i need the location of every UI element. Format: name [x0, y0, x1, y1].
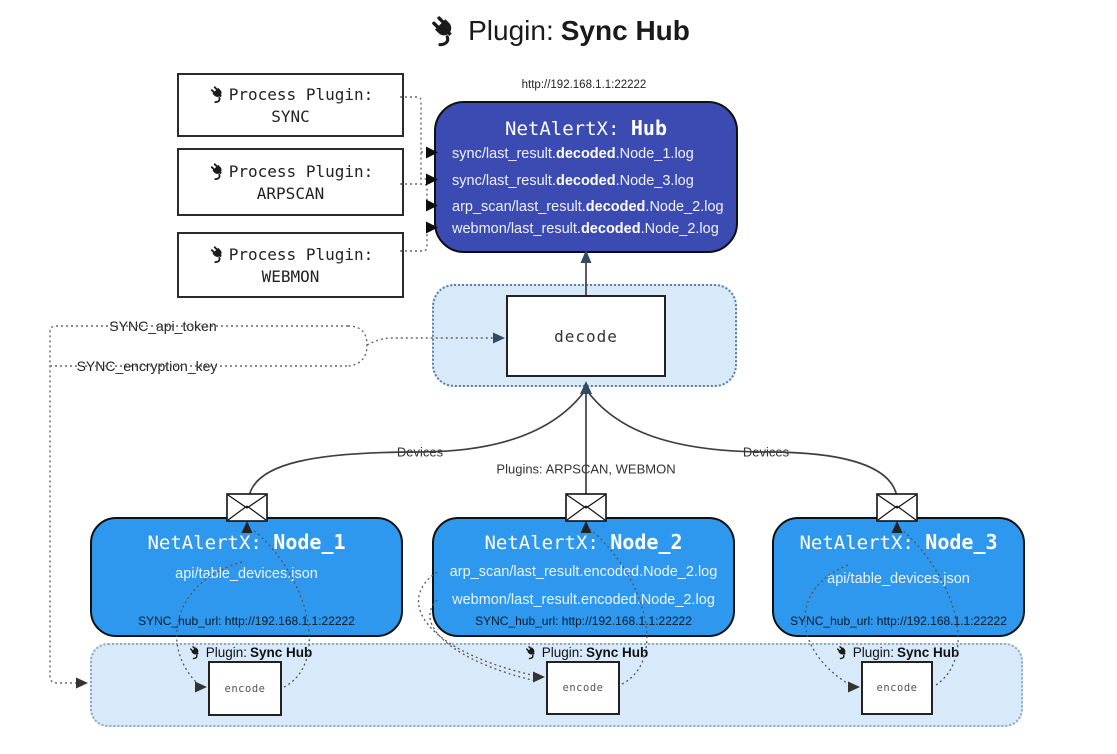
plug-icon: [210, 85, 222, 103]
process-plugin-label: Process Plugin:: [228, 161, 374, 181]
plug-icon: [837, 646, 846, 660]
node-hub-url: SYNC_hub_url: http://192.168.1.1:22222: [475, 614, 692, 628]
node-title: NetAlertX: Node_2: [484, 530, 683, 554]
edge-label-plugins: Plugins: ARPSCAN, WEBMON: [492, 461, 680, 477]
title-prefix: Plugin:: [468, 15, 554, 46]
process-plugin-label: Process Plugin:: [228, 244, 374, 264]
node-file: webmon/last_result.encoded.Node_2.log: [452, 592, 715, 608]
node-file: api/table_devices.json: [175, 566, 318, 582]
hub-url: http://192.168.1.1:22222: [521, 79, 647, 91]
process-plugin-label: Process Plugin:: [228, 84, 374, 104]
node-file: api/table_devices.json: [827, 571, 970, 587]
page-title: Plugin: Sync Hub: [0, 14, 1117, 48]
process-plugin-name: SYNC: [271, 106, 310, 126]
node-title: NetAlertX: Node_3: [799, 530, 998, 554]
process-plugin-box-arpscan: Process Plugin: ARPSCAN: [177, 148, 404, 216]
process-plugin-box-webmon: Process Plugin: WEBMON: [177, 232, 404, 298]
hub-log-line: webmon/last_result.decoded.Node_2.log: [452, 221, 719, 237]
encode-box: encode: [208, 661, 282, 716]
edge-label-devices-left: Devices: [392, 444, 448, 460]
hub-box: NetAlertX: Hub sync/last_result.decoded.…: [434, 101, 738, 253]
node-hub-url: SYNC_hub_url: http://192.168.1.1:22222: [790, 614, 1007, 628]
process-plugin-box-sync: Process Plugin: SYNC: [177, 73, 404, 137]
node-hub-url: SYNC_hub_url: http://192.168.1.1:22222: [138, 614, 355, 628]
title-name: Sync Hub: [560, 15, 690, 46]
decode-box: decode: [506, 295, 666, 377]
node-2-box: NetAlertX: Node_2 arp_scan/last_result.e…: [432, 517, 735, 637]
encode-box: encode: [861, 661, 933, 715]
sync-api-token-label: SYNC_api_token: [105, 318, 221, 334]
plug-icon: [210, 245, 222, 263]
node-title: NetAlertX: Node_1: [147, 530, 346, 554]
band-plugin-label: Plugin: Sync Hub: [188, 645, 312, 660]
process-plugin-name: WEBMON: [261, 266, 320, 286]
plug-icon: [432, 16, 452, 47]
node-3-box: NetAlertX: Node_3 api/table_devices.json…: [772, 517, 1025, 637]
plug-icon: [526, 646, 535, 660]
plug-icon: [190, 646, 199, 660]
plugin-to-hub-connectors: [400, 96, 428, 252]
encode-box: encode: [546, 661, 620, 715]
plug-icon: [210, 162, 222, 180]
hub-title: NetAlertX: Hub: [505, 116, 667, 140]
band-plugin-label: Plugin: Sync Hub: [835, 645, 959, 660]
hub-log-line: sync/last_result.decoded.Node_3.log: [452, 173, 694, 189]
node-file: arp_scan/last_result.encoded.Node_2.log: [449, 564, 718, 580]
band-plugin-label: Plugin: Sync Hub: [524, 645, 648, 660]
hub-log-line: sync/last_result.decoded.Node_1.log: [452, 146, 694, 162]
process-plugin-name: ARPSCAN: [256, 183, 325, 203]
sync-encryption-key-label: SYNC_encryption_key: [72, 358, 222, 374]
hub-log-line: arp_scan/last_result.decoded.Node_2.log: [452, 199, 724, 215]
node-1-box: NetAlertX: Node_1 api/table_devices.json…: [90, 517, 403, 637]
edge-label-devices-right: Devices: [738, 444, 794, 460]
